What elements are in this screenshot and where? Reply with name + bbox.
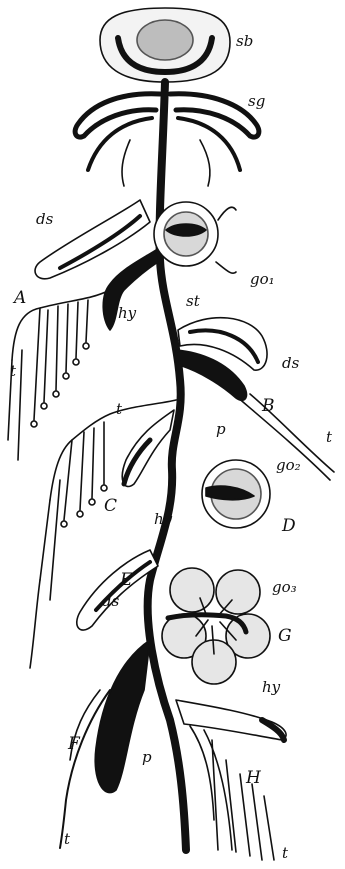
label-sb: sb bbox=[236, 34, 253, 49]
label-ds-B: ds bbox=[282, 356, 299, 371]
float-sb bbox=[100, 8, 230, 82]
label-hy-C: hy bbox=[154, 512, 172, 527]
label-H: H bbox=[246, 770, 261, 787]
label-G: G bbox=[278, 628, 292, 645]
label-ds-top: ds bbox=[36, 212, 53, 227]
label-go2: go₂ bbox=[276, 458, 301, 473]
label-sg: sg bbox=[248, 94, 265, 109]
polyp-hy-H bbox=[176, 700, 286, 860]
label-F: F bbox=[68, 736, 80, 753]
label-go1: go₁ bbox=[250, 272, 275, 287]
label-ds-E: ds bbox=[102, 594, 119, 609]
label-st: st bbox=[186, 294, 200, 309]
label-D: D bbox=[282, 518, 296, 535]
label-A: A bbox=[14, 290, 26, 307]
polyp-hy-C bbox=[30, 400, 176, 668]
label-hy-H: hy bbox=[262, 680, 280, 695]
label-p-F: p bbox=[142, 750, 152, 765]
label-p-B: p bbox=[216, 422, 226, 437]
gonophore-go2 bbox=[202, 460, 270, 528]
label-t-bottom-right: t bbox=[282, 846, 288, 861]
label-C: C bbox=[104, 498, 117, 515]
gonophore-cluster-go3 bbox=[162, 568, 270, 684]
label-t-left-top: t bbox=[10, 364, 16, 379]
label-B: B bbox=[262, 398, 275, 415]
label-E: E bbox=[120, 572, 132, 589]
polyp-hy-A bbox=[8, 250, 158, 460]
label-t-C: t bbox=[116, 402, 122, 417]
label-hy-A: hy bbox=[118, 306, 136, 321]
label-t-bottom-left: t bbox=[64, 832, 70, 847]
stem-st bbox=[148, 82, 186, 850]
label-t-right: t bbox=[326, 430, 332, 445]
label-go3: go₃ bbox=[272, 580, 297, 595]
gonophore-go1 bbox=[154, 202, 236, 273]
